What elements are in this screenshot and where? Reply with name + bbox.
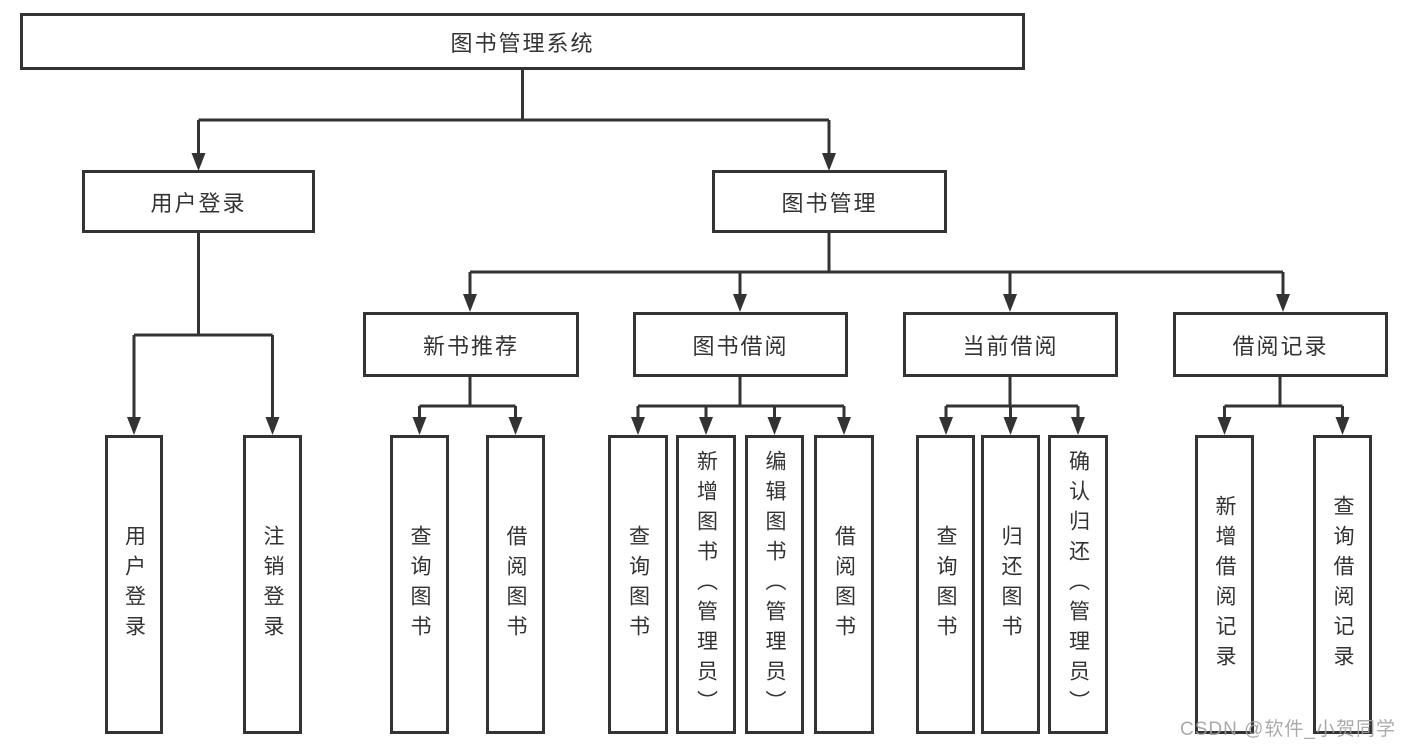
node-label: 查询借阅记录 [1331,494,1354,675]
node-label: 用户登录 [150,190,247,216]
connector-current-borrowing-to-leaves [944,377,1080,418]
node-book-borrowing: 图书借阅 [633,312,848,377]
leaf-confirm-return-admin: 确认归还（管理员） [1048,435,1108,734]
leaf-edit-books-admin: 编辑图书（管理员） [745,435,804,734]
leaf-query-books-nbr: 查询图书 [390,435,449,734]
node-current-borrowing: 当前借阅 [903,312,1118,377]
connector-new-book-rec-to-leaves [418,377,517,418]
leaf-user-login: 用户登录 [105,435,163,734]
node-label: 图书管理 [781,190,878,216]
node-label: 新增图书（管理员） [694,449,718,720]
leaf-query-books-cb: 查询图书 [916,435,975,734]
leaf-query-borrow-record: 查询借阅记录 [1313,435,1372,734]
connector-borrowing-records-to-leaves [1223,377,1344,418]
node-new-book-recommendation: 新书推荐 [363,312,579,377]
connector-book-management-to-level3 [468,233,1285,295]
node-label: 图书管理系统 [450,30,595,56]
leaf-borrow-books-nbr: 借阅图书 [486,435,545,734]
node-label: 新书推荐 [422,333,519,359]
node-label: 确认归还（管理员） [1066,449,1090,720]
node-label: 查询图书 [934,524,957,645]
node-borrowing-records: 借阅记录 [1173,312,1388,377]
node-label: 注销登录 [261,524,284,645]
leaf-query-books-bb: 查询图书 [608,435,668,734]
node-label: 借阅图书 [832,524,856,645]
arrowheads [127,153,1350,435]
connector-root-to-level2 [197,70,831,154]
leaf-add-borrow-record: 新增借阅记录 [1195,435,1254,734]
node-label: 编辑图书（管理员） [763,449,786,720]
node-label: 查询图书 [626,524,650,645]
leaf-add-books-admin: 新增图书（管理员） [676,435,736,734]
node-book-management: 图书管理 [712,170,947,233]
connector-book-borrowing-to-leaves [636,377,846,418]
watermark: CSDN @软件_小贺同学 [1180,719,1396,740]
node-library-management-system: 图书管理系统 [20,13,1025,70]
leaf-borrow-books-bb: 借阅图书 [814,435,874,734]
connector-user-login-to-leaves [132,233,274,418]
node-label: 借阅图书 [504,524,527,645]
leaf-logout: 注销登录 [243,435,302,734]
node-label: 新增借阅记录 [1213,494,1236,675]
node-label: 查询图书 [408,524,431,645]
leaf-return-books: 归还图书 [981,435,1040,734]
node-label: 用户登录 [122,524,146,645]
node-label: 归还图书 [999,524,1022,645]
node-label: 借阅记录 [1232,333,1329,359]
node-label: 当前借阅 [962,333,1059,359]
node-user-login: 用户登录 [82,170,315,233]
node-label: 图书借阅 [692,333,789,359]
